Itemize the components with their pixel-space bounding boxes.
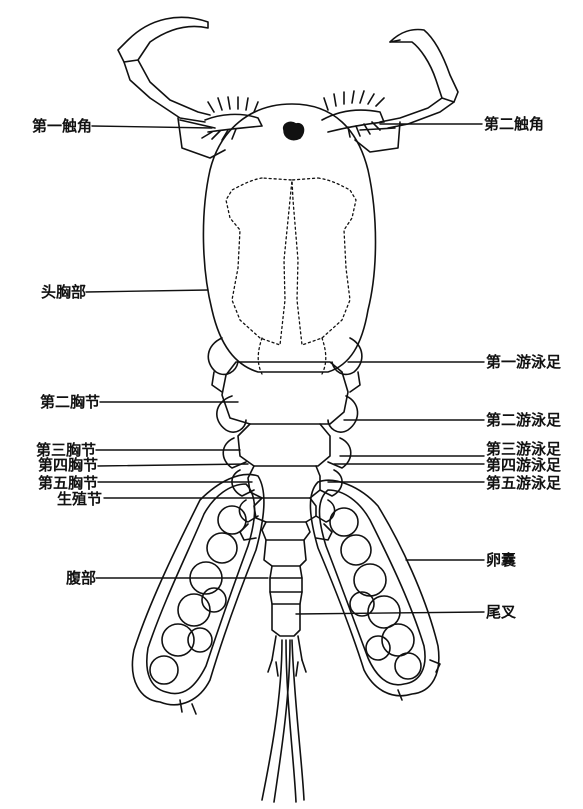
label-second-swim-leg: 第二游泳足 xyxy=(486,411,561,429)
label-abdomen: 腹部 xyxy=(4,569,96,587)
abdomen-body xyxy=(262,540,306,802)
label-fifth-swim-leg: 第五游泳足 xyxy=(486,474,561,492)
egg-sac-left xyxy=(132,474,263,714)
first-antenna-left xyxy=(202,97,262,140)
label-second-antenna: 第二触角 xyxy=(484,115,544,133)
label-egg-sac: 卵囊 xyxy=(486,551,516,569)
label-fourth-swim-leg: 第四游泳足 xyxy=(486,456,561,474)
label-first-antenna: 第一触角 xyxy=(4,117,92,135)
second-antenna-left xyxy=(118,17,225,158)
label-first-swim-leg: 第一游泳足 xyxy=(486,353,561,371)
label-fourth-thoracic: 第四胸节 xyxy=(4,456,98,474)
label-second-thoracic: 第二胸节 xyxy=(4,393,100,411)
cephalothorax-body xyxy=(203,104,375,374)
label-genital-segment: 生殖节 xyxy=(4,490,102,508)
label-caudal-furca: 尾叉 xyxy=(486,603,516,621)
label-cephalothorax: 头胸部 xyxy=(4,283,86,301)
egg-sac-right xyxy=(310,480,440,700)
thoracic-segments xyxy=(222,362,348,540)
